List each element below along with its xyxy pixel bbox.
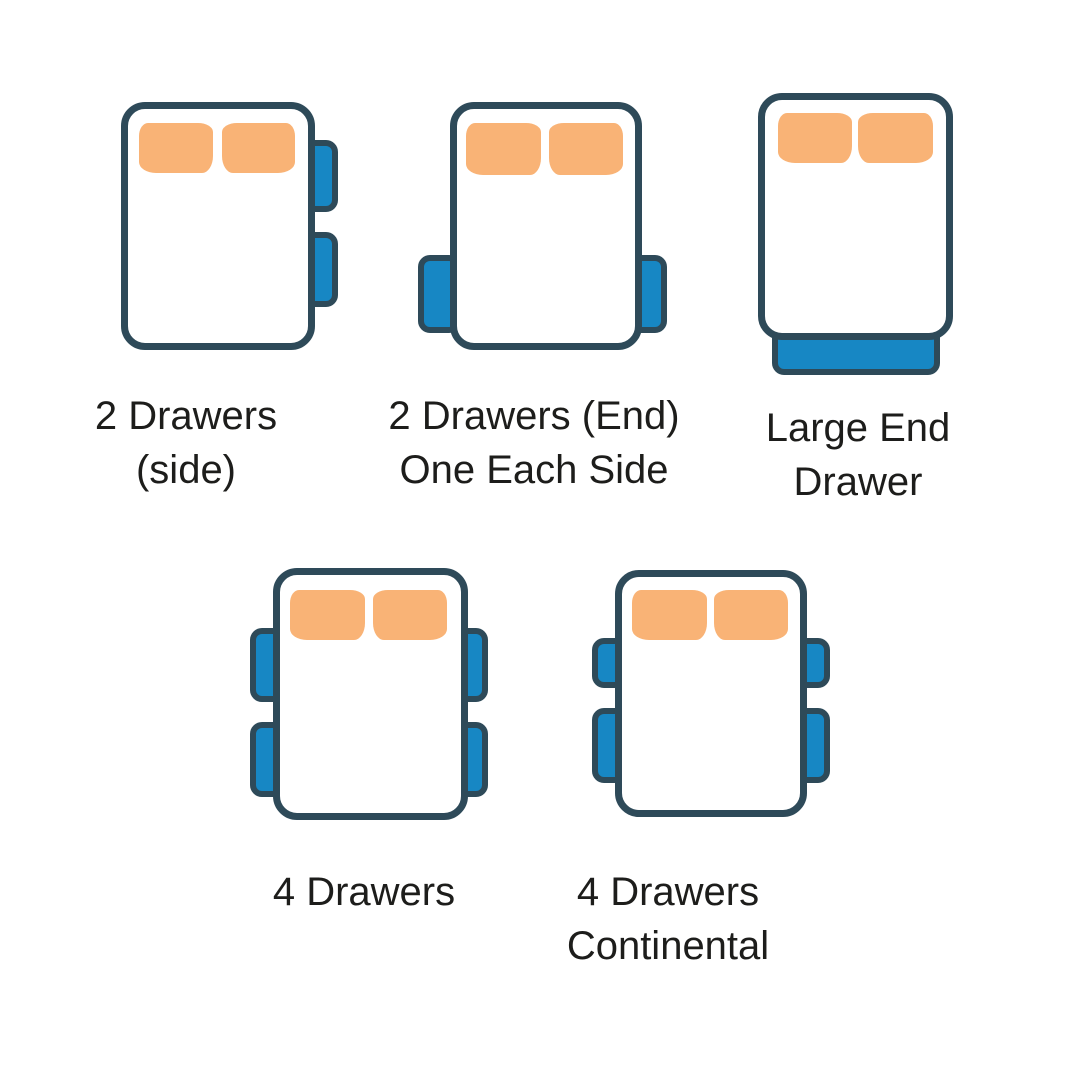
pillow-icon [139,123,213,173]
pillow-icon [373,590,447,640]
pillow-icon [714,590,788,640]
figure-label-line2: Drawer [793,460,923,504]
figure-label: 4 Drawers Continental [518,865,818,973]
figure-label-line1: Large End [765,406,951,450]
pillow-icon [222,123,295,173]
figure-label-line2: (side) [135,448,237,492]
figure-label-line2: One Each Side [399,448,669,492]
figure-label: 4 Drawers [214,865,514,919]
pillow-icon [632,590,707,640]
figure-label-line1: 4 Drawers [576,870,760,914]
figure-label-line2: Continental [566,924,770,968]
figure-label: 2 Drawers (End) One Each Side [384,389,684,497]
figure-label: Large End Drawer [708,401,1008,509]
figure-label-line1: 2 Drawers [94,394,278,438]
pillow-icon [858,113,933,163]
figure-label-line1: 2 Drawers (End) [388,394,680,438]
figure-label-line1: 4 Drawers [272,870,456,914]
pillow-icon [549,123,623,175]
figure-label: 2 Drawers (side) [36,389,336,497]
pillow-icon [466,123,541,175]
pillow-icon [778,113,852,163]
pillow-icon [290,590,365,640]
